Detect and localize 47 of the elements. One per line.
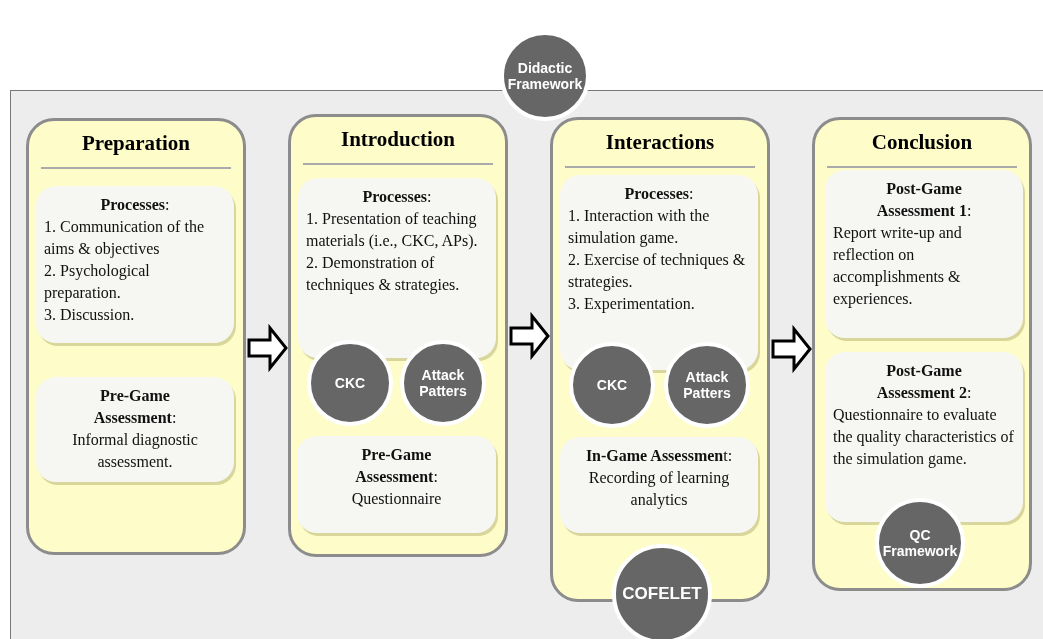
circle-label: CKC xyxy=(595,377,629,393)
block-arrow xyxy=(247,323,288,373)
card-text: 2. Demonstration of techniques & strategies. xyxy=(306,253,461,296)
content-card xyxy=(36,377,234,482)
phase-title: Preparation xyxy=(80,131,192,156)
card-heading: Processes: xyxy=(623,184,695,204)
card-text: 3. Experimentation. xyxy=(568,294,696,315)
card-heading: In-Game Assessment: xyxy=(584,446,734,466)
card-text: 1. Presentation of teaching materials (i.e., CKC, APs). xyxy=(306,209,479,252)
card-text: 1. Interaction with the simulation game. xyxy=(568,206,711,249)
phase-title: Introduction xyxy=(340,127,456,152)
phase-column xyxy=(550,117,770,602)
card-heading: Pre-Game Assessment: xyxy=(92,386,178,428)
phase-column xyxy=(288,114,508,557)
content-card xyxy=(825,170,1023,338)
card-text: 1. Communication of the aims & objectives xyxy=(44,217,205,260)
circle-label: Attack Patters xyxy=(682,369,732,401)
circle-label: Attack Patters xyxy=(418,367,468,399)
card-text: 2. Exercise of techniques & strategies. xyxy=(568,250,747,293)
block-arrow xyxy=(771,324,812,374)
card-heading: Processes: xyxy=(361,187,433,207)
card-text: 2. Psychological preparation. xyxy=(44,261,151,304)
phase-column xyxy=(812,117,1032,591)
card-text: Questionnaire to evaluate the quality characteristics of the simulation game. xyxy=(833,405,1015,470)
card-heading: Pre-Game Assessment: xyxy=(354,445,439,487)
card-text: 3. Discussion. xyxy=(44,305,136,325)
block-arrow xyxy=(509,311,550,361)
content-card xyxy=(297,436,496,533)
content-card xyxy=(560,437,758,533)
card-text: Report write-up and reflection on accomplishments & experiences. xyxy=(833,223,963,310)
circle-label: COFELET xyxy=(621,586,703,602)
phase-column xyxy=(26,118,246,555)
card-heading: Post-Game Assessment 1: xyxy=(875,179,973,221)
card-heading: Processes: xyxy=(99,195,171,215)
content-card xyxy=(560,175,758,370)
card-text: Recording of learning analytics xyxy=(587,468,731,511)
card-text: Informal diagnostic assessment. xyxy=(71,430,199,472)
phase-title: Conclusion xyxy=(870,130,974,155)
circle-label: CKC xyxy=(333,375,367,391)
content-card xyxy=(298,178,496,358)
content-card xyxy=(825,352,1023,522)
card-heading: Post-Game Assessment 2: xyxy=(875,361,973,403)
content-card xyxy=(36,186,234,343)
circle-label: QC Framework xyxy=(881,527,959,559)
card-text: Questionnaire xyxy=(350,489,443,509)
circle-label: Didactic Framework xyxy=(506,60,584,92)
phase-title: Interactions xyxy=(604,130,716,155)
